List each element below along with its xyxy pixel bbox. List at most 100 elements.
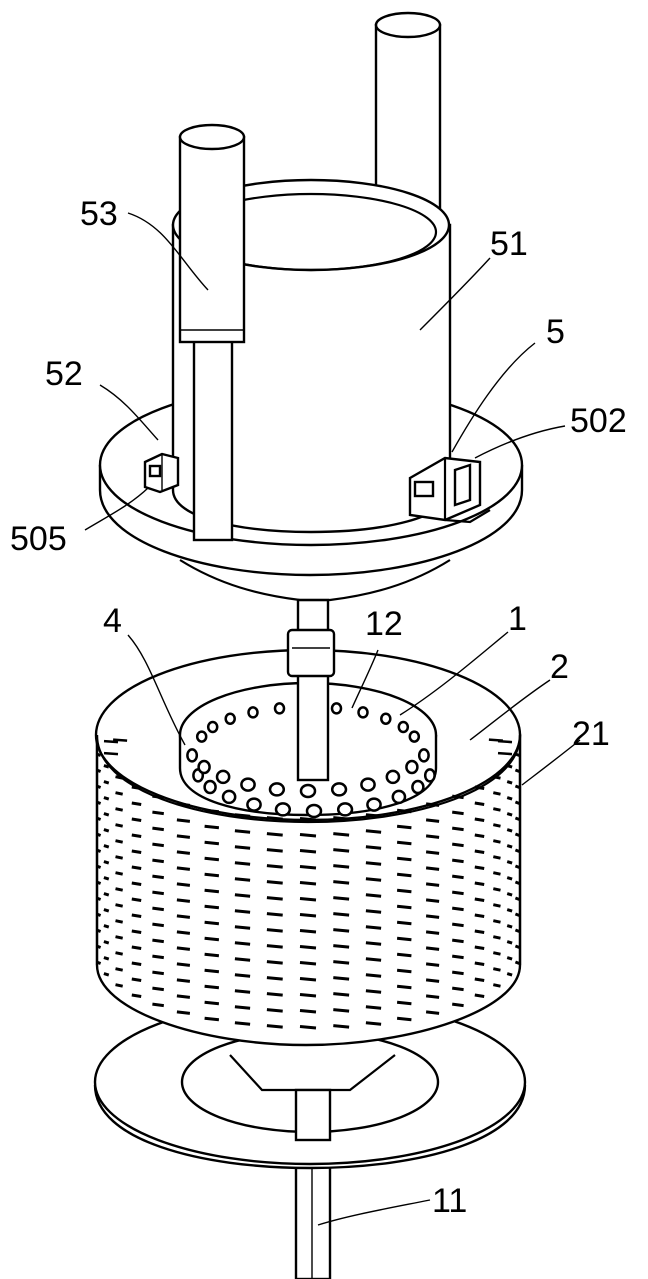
drum-slot (152, 1002, 164, 1008)
drum-slot (333, 1008, 350, 1013)
drum-slot (452, 922, 464, 928)
basket-hole (391, 789, 407, 805)
drum-slot (103, 828, 110, 833)
drum-slot (299, 993, 317, 998)
drum-slot (234, 973, 251, 978)
drum-slot (204, 904, 220, 910)
drum-slot (152, 826, 164, 832)
drum-slot (492, 791, 501, 796)
drum-slot (474, 897, 485, 902)
basket-hole (221, 789, 237, 805)
drum-slot (131, 977, 142, 982)
drum-slot (365, 941, 382, 946)
front-rod (178, 123, 246, 542)
drum-slot (103, 764, 110, 769)
drum-slot (131, 865, 142, 870)
drum-slot (514, 832, 520, 837)
drum-slot (514, 896, 520, 901)
drum-slot (204, 840, 220, 846)
drum-slot (333, 832, 350, 837)
drum-slot (506, 908, 513, 913)
basket-hole (195, 730, 208, 743)
leader-lines (84, 212, 581, 1226)
drum-slot (333, 848, 350, 853)
drum-slot (299, 849, 317, 854)
drum-slot (514, 944, 520, 949)
drum-slot (299, 945, 317, 950)
basket-hole (305, 803, 323, 819)
drum-slot (452, 1002, 464, 1008)
drum-slot (266, 1024, 283, 1029)
drum-slot (152, 842, 164, 848)
drum-slot (234, 989, 251, 994)
drum-slot (452, 874, 464, 880)
drum-slot (176, 882, 191, 887)
drum-slot (234, 813, 251, 818)
label-12: 12 (365, 605, 403, 643)
drum-slots (97, 738, 520, 1030)
drum-slot (365, 909, 382, 914)
drum-slot (176, 818, 191, 823)
drum-slot (103, 908, 110, 913)
drum-slot (266, 848, 283, 853)
drum-slot (506, 780, 513, 785)
drum-slot (103, 860, 110, 865)
label-11: 11 (432, 1182, 467, 1220)
drum-slot (204, 808, 220, 814)
drum-slot (452, 858, 464, 864)
drum-slot (103, 892, 110, 897)
basket-hole (360, 777, 376, 792)
drum-slot (131, 817, 142, 822)
drum-slot (115, 807, 124, 812)
drum-slot (152, 890, 164, 896)
label-505: 505 (10, 520, 67, 558)
drum-slot (365, 1021, 382, 1026)
drum-slot (425, 914, 440, 919)
drum-slot (396, 968, 412, 974)
drum-slot (514, 912, 520, 917)
drum-slot (234, 829, 251, 834)
drum-slot (204, 856, 220, 862)
drum-slot (452, 938, 464, 944)
drum-slot (514, 816, 520, 821)
drum-slot (234, 1005, 251, 1010)
drum-slot (506, 812, 513, 817)
drum-slot (474, 993, 485, 998)
drum-slot (425, 882, 440, 887)
drum-slot (299, 1025, 317, 1030)
drum-slot (131, 833, 142, 838)
basket-hole (366, 797, 382, 812)
drum-slot (365, 861, 382, 866)
drum-slot (299, 881, 317, 886)
drum-slot (176, 946, 191, 951)
drum-slot (452, 842, 464, 848)
drum-slot (176, 930, 191, 935)
drum-slot (333, 1024, 350, 1029)
drum-slot (506, 796, 513, 801)
drum-slot (266, 992, 283, 997)
drum-slot (365, 877, 382, 882)
drum-slot (492, 823, 501, 828)
drum-slot (333, 896, 350, 901)
drum-slot (425, 946, 440, 951)
basket-holes (186, 700, 436, 819)
drum-slot (506, 876, 513, 881)
label-1: 1 (508, 600, 527, 638)
drum-slot (299, 865, 317, 870)
drum-slot (152, 906, 164, 912)
drum-slot (365, 845, 382, 850)
drum-slot (103, 876, 110, 881)
basket-hole (408, 730, 421, 743)
basket-hole (240, 777, 256, 792)
drum-slot (131, 897, 142, 902)
drum-slot (514, 848, 520, 853)
drum-slot (396, 904, 412, 910)
drum-slot (333, 992, 350, 997)
drum-slot (176, 994, 191, 999)
drum-slot (234, 845, 251, 850)
drum-slot (452, 970, 464, 976)
drum-slot (514, 864, 520, 869)
drum-slot (333, 912, 350, 917)
basket-hole (423, 768, 436, 783)
drum-slot (131, 801, 142, 806)
